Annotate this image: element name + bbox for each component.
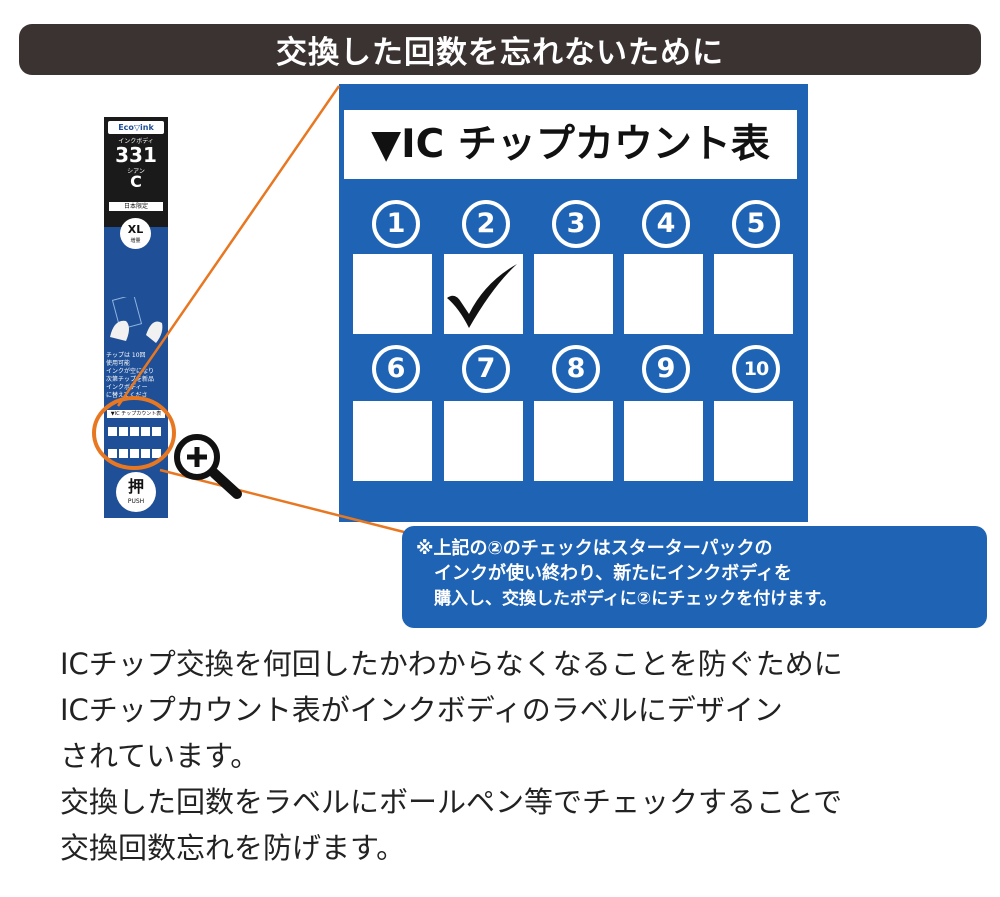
magnifier-plus-icon	[174, 434, 242, 499]
count-number: 10	[732, 345, 780, 393]
cartridge-note-line: 使用可能	[106, 360, 131, 367]
count-number: 5	[732, 200, 780, 248]
mini-check-box	[119, 449, 128, 458]
mini-chip-title: ▼IC チップカウント表	[107, 410, 165, 418]
cartridge-color-code: C	[130, 172, 142, 191]
note-line: 購入し、交換したボディに②にチェックを付けます。	[434, 589, 837, 609]
check-box	[714, 401, 793, 481]
count-number: 3	[552, 200, 600, 248]
mini-check-box	[119, 427, 128, 436]
mini-check-box	[108, 449, 117, 458]
mini-check-box	[108, 427, 117, 436]
hands-illustration-icon	[110, 297, 163, 343]
cartridge-note-line: チップは 10回	[106, 352, 146, 359]
checkmark-icon	[447, 264, 517, 328]
chip-count-panel: ▼IC チップカウント表 1 2 3 4 5 6 7 8 9 10	[339, 84, 808, 522]
check-box	[353, 254, 432, 334]
brand-logo: Eco▽ink	[108, 121, 164, 134]
highlight-circle	[92, 396, 176, 470]
description-line: 交換回数忘れを防げます。	[60, 831, 406, 865]
cartridge-note-line: インクが空になり	[106, 368, 155, 375]
count-number: 2	[462, 200, 510, 248]
push-kanji: 押	[127, 477, 144, 496]
note-line: ※上記の②のチェックはスターターパックの	[416, 538, 773, 559]
check-box	[534, 254, 613, 334]
starter-pack-note: ※上記の②のチェックはスターターパックの インクが使い終わり、新たにインクボディ…	[402, 526, 987, 628]
count-number: 9	[642, 345, 690, 393]
cartridge-note-line: インクボディー	[106, 384, 148, 391]
count-number: 7	[462, 345, 510, 393]
callout-line-bottom	[159, 468, 405, 534]
description-line: ICチップ交換を何回したかわからなくなることを防ぐために	[60, 647, 843, 681]
mini-check-box	[152, 449, 161, 458]
check-box	[624, 254, 703, 334]
note-line: インクが使い終わり、新たにインクボディを	[434, 563, 793, 584]
callout-line-top	[116, 85, 341, 407]
count-number: 8	[552, 345, 600, 393]
mini-check-box	[130, 427, 139, 436]
mini-check-box	[141, 427, 150, 436]
check-box	[714, 254, 793, 334]
mini-check-box	[130, 449, 139, 458]
push-label: PUSH	[127, 498, 145, 505]
check-box	[444, 401, 523, 481]
check-box	[534, 401, 613, 481]
description-line: ICチップカウント表がインクボディのラベルにデザイン	[60, 693, 783, 727]
cartridge-subtitle: インクボディ	[118, 138, 154, 145]
cartridge-note-line: 次第チップを新品	[106, 376, 155, 383]
chip-count-title: ▼IC チップカウント表	[344, 110, 797, 179]
xl-label: XL	[127, 223, 144, 236]
title-banner: 交換した回数を忘れないために	[19, 24, 981, 75]
description-line: 交換した回数をラベルにボールペン等でチェックすることで	[60, 785, 843, 819]
mini-chip-count-table: ▼IC チップカウント表	[106, 409, 166, 461]
description-line: されています。	[60, 739, 260, 773]
push-button-graphic: 押 PUSH	[116, 472, 156, 512]
count-number: 1	[372, 200, 420, 248]
mini-check-box	[141, 449, 150, 458]
check-box	[353, 401, 432, 481]
xl-sub-label: 増量	[130, 238, 141, 244]
mini-check-box	[152, 427, 161, 436]
japan-only-tag: 日本限定	[109, 202, 163, 211]
check-box	[624, 401, 703, 481]
banner-title: 交換した回数を忘れないために	[276, 35, 724, 71]
count-number: 4	[642, 200, 690, 248]
count-number: 6	[372, 345, 420, 393]
cartridge-model: 331	[115, 143, 157, 167]
xl-badge: XL	[120, 218, 151, 249]
cartridge-color-name: シアン	[127, 168, 145, 175]
